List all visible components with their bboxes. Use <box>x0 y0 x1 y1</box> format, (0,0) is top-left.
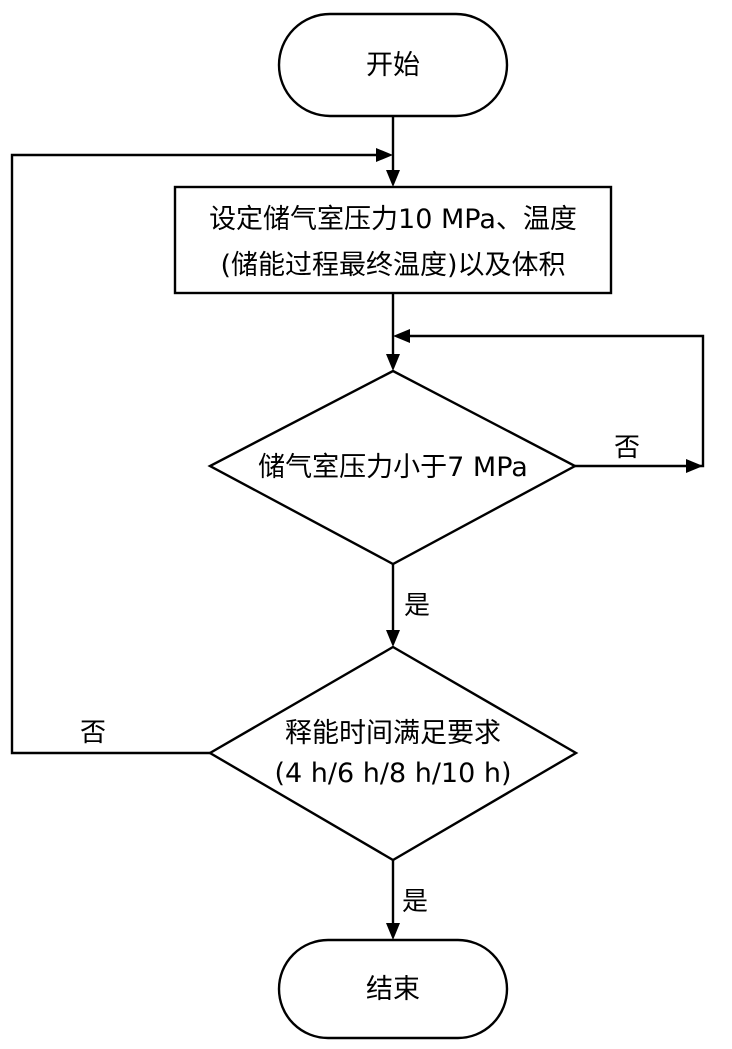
arrowhead-pressure-no-right <box>686 459 703 473</box>
arrowhead-into-end <box>386 923 400 940</box>
end-label: 结束 <box>366 974 420 1005</box>
arrowhead-into-time <box>386 630 400 647</box>
time-check-node: 释能时间满足要求 (4 h/6 h/8 h/10 h) <box>207 645 579 862</box>
start-node: 开始 <box>277 12 509 118</box>
arrowhead-loop-back-outer <box>376 148 393 162</box>
time-check-line1: 释能时间满足要求 <box>285 718 501 749</box>
end-node: 结束 <box>277 938 509 1040</box>
set-params-node: 设定储气室压力10 MPa、温度 (储能过程最终温度)以及体积 <box>173 185 613 295</box>
connector-loop-back-outer <box>10 153 383 755</box>
start-label: 开始 <box>366 50 420 81</box>
arrowhead-into-pressure <box>386 354 400 371</box>
time-no-label: 否 <box>80 718 106 748</box>
time-yes-label: 是 <box>402 887 428 917</box>
arrowhead-pressure-no-return <box>393 329 410 343</box>
connector-pressure-no-loop <box>403 334 705 468</box>
pressure-no-label: 否 <box>614 433 640 463</box>
arrowhead-into-set <box>386 170 400 187</box>
set-params-box <box>173 185 613 295</box>
set-params-line1: 设定储气室压力10 MPa、温度 <box>209 204 577 235</box>
pressure-yes-label: 是 <box>404 591 430 621</box>
set-params-line2: (储能过程最终温度)以及体积 <box>220 250 565 281</box>
pressure-check-label: 储气室压力小于7 MPa <box>258 452 528 483</box>
time-check-line2: (4 h/6 h/8 h/10 h) <box>274 758 511 789</box>
end-terminal-shape <box>277 938 509 1040</box>
time-check-diamond <box>207 645 579 862</box>
pressure-check-node: 储气室压力小于7 MPa <box>207 369 578 566</box>
